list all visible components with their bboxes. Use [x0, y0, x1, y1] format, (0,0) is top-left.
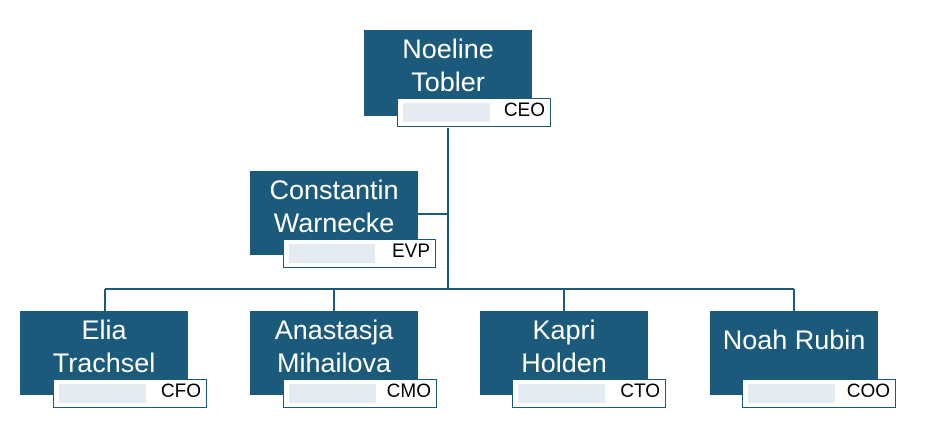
node-evp[interactable]: Constantin Warnecke: [250, 171, 418, 255]
title-box-cfo: CFO: [53, 379, 207, 408]
title-box-coo: COO: [742, 379, 896, 408]
node-name: Noah Rubin: [722, 324, 866, 355]
node-name: Elia Trachsel: [52, 315, 156, 378]
node-name: Constantin Warnecke: [269, 175, 399, 238]
title-box-ceo: CEO: [397, 98, 551, 127]
node-name: Kapri Holden: [521, 315, 607, 378]
node-title: COO: [846, 381, 890, 402]
title-box-cto: CTO: [512, 379, 666, 408]
node-title: CFO: [160, 381, 201, 402]
node-name: Anastasja Mihailova: [274, 315, 394, 378]
title-box-evp: EVP: [283, 239, 436, 268]
node-name: Noeline Tobler: [402, 34, 494, 97]
title-box-cmo: CMO: [283, 379, 437, 408]
node-title: CMO: [386, 381, 431, 402]
node-title: CEO: [503, 100, 545, 121]
node-title: CTO: [620, 381, 660, 402]
node-title: EVP: [391, 241, 430, 262]
